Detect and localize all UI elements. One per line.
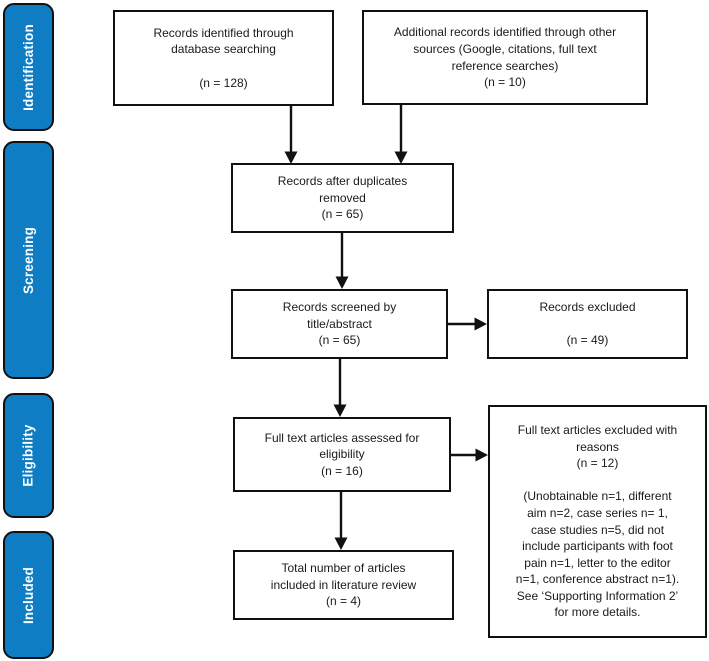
- node-records-screened: Records screened by title/abstract (n = …: [231, 289, 448, 359]
- node-records-excluded: Records excluded (n = 49): [487, 289, 688, 359]
- arrow-fulltext-to-total: [334, 492, 348, 550]
- stage-included-label: Included: [21, 566, 37, 624]
- arrow-screened-to-fulltext: [333, 359, 347, 417]
- stage-screening: Screening: [3, 141, 54, 379]
- stage-screening-label: Screening: [21, 226, 37, 294]
- arrow-screened-to-excluded: [448, 317, 487, 331]
- node-duplicates-removed: Records after duplicates removed (n = 65…: [231, 163, 454, 233]
- node-fulltext-assessed: Full text articles assessed for eligibil…: [233, 417, 451, 492]
- arrow-db-to-duplicates: [284, 106, 298, 164]
- stage-eligibility: Eligibility: [3, 393, 54, 518]
- stage-identification: Identification: [3, 3, 54, 131]
- stage-identification-label: Identification: [21, 23, 36, 111]
- stage-included: Included: [3, 531, 54, 659]
- node-fulltext-excluded-reasons: Full text articles excluded with reasons…: [488, 405, 707, 638]
- arrow-additional-to-duplicates: [394, 105, 408, 164]
- stage-eligibility-label: Eligibility: [21, 424, 36, 487]
- arrow-duplicates-to-screened: [335, 233, 349, 289]
- node-database-search: Records identified through database sear…: [113, 10, 334, 106]
- arrow-fulltext-to-reasons: [451, 448, 488, 462]
- node-total-included: Total number of articles included in lit…: [233, 550, 454, 620]
- node-additional-records: Additional records identified through ot…: [362, 10, 648, 105]
